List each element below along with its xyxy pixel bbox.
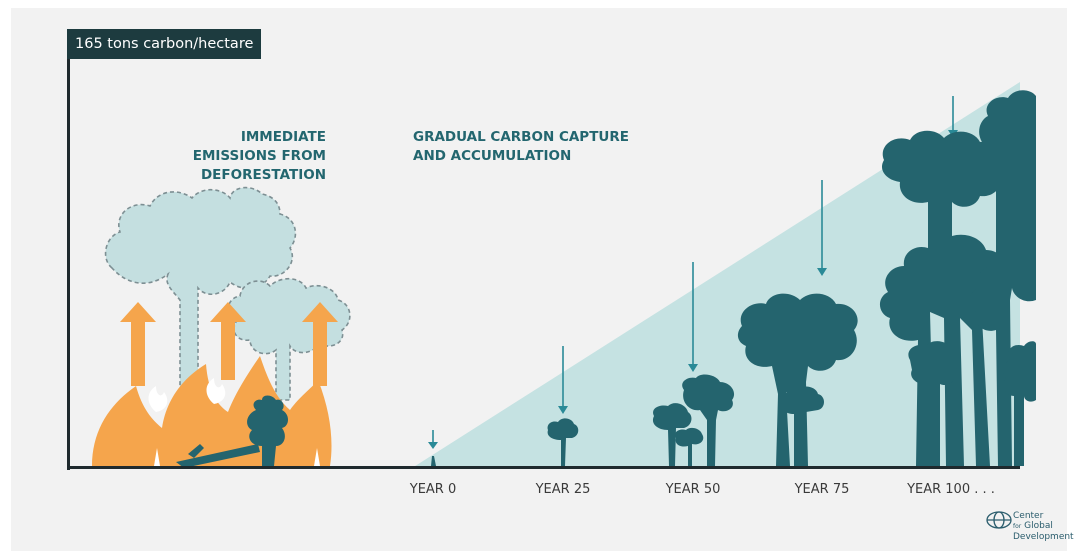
carbon-accumulation-area bbox=[412, 82, 1020, 468]
burning-tree-icon bbox=[176, 395, 288, 468]
capture-headline-line-2: AND ACCUMULATION bbox=[413, 148, 572, 164]
globe-logo-icon bbox=[986, 511, 1012, 529]
emissions-headline-line-3: DEFORESTATION bbox=[200, 167, 326, 183]
tick-year-100: YEAR 100 . . . bbox=[907, 482, 995, 497]
logo-line-2-text: Global bbox=[1024, 521, 1053, 531]
flame-inner-icon bbox=[148, 378, 320, 466]
tick-year-75: YEAR 75 bbox=[794, 482, 850, 497]
y-axis bbox=[67, 59, 70, 470]
down-arrow-marker-icon bbox=[428, 96, 958, 449]
fire-icon bbox=[92, 356, 332, 466]
cgd-logo: Center for Global Development bbox=[1013, 511, 1074, 542]
logo-small-for: for bbox=[1013, 523, 1022, 530]
arrow-up-icon bbox=[120, 302, 338, 386]
logo-line-3: Development bbox=[1013, 532, 1074, 542]
y-axis-max-label: 165 tons carbon/hectare bbox=[67, 29, 262, 59]
emissions-headline: IMMEDIATE EMISSIONS FROM DEFORESTATION bbox=[160, 128, 326, 185]
logo-line-2: for Global bbox=[1013, 521, 1074, 532]
capture-headline-line-1: GRADUAL CARBON CAPTURE bbox=[413, 129, 629, 145]
logo-line-1: Center bbox=[1013, 511, 1044, 521]
tick-year-50: YEAR 50 bbox=[665, 482, 721, 497]
emissions-headline-line-2: EMISSIONS FROM bbox=[192, 148, 326, 164]
emissions-headline-line-1: IMMEDIATE bbox=[240, 129, 326, 145]
x-axis bbox=[67, 466, 1020, 469]
tick-year-25: YEAR 25 bbox=[535, 482, 591, 497]
tick-year-0: YEAR 0 bbox=[409, 482, 457, 497]
capture-headline: GRADUAL CARBON CAPTURE AND ACCUMULATION bbox=[413, 128, 693, 166]
tree-icon bbox=[431, 90, 1036, 467]
